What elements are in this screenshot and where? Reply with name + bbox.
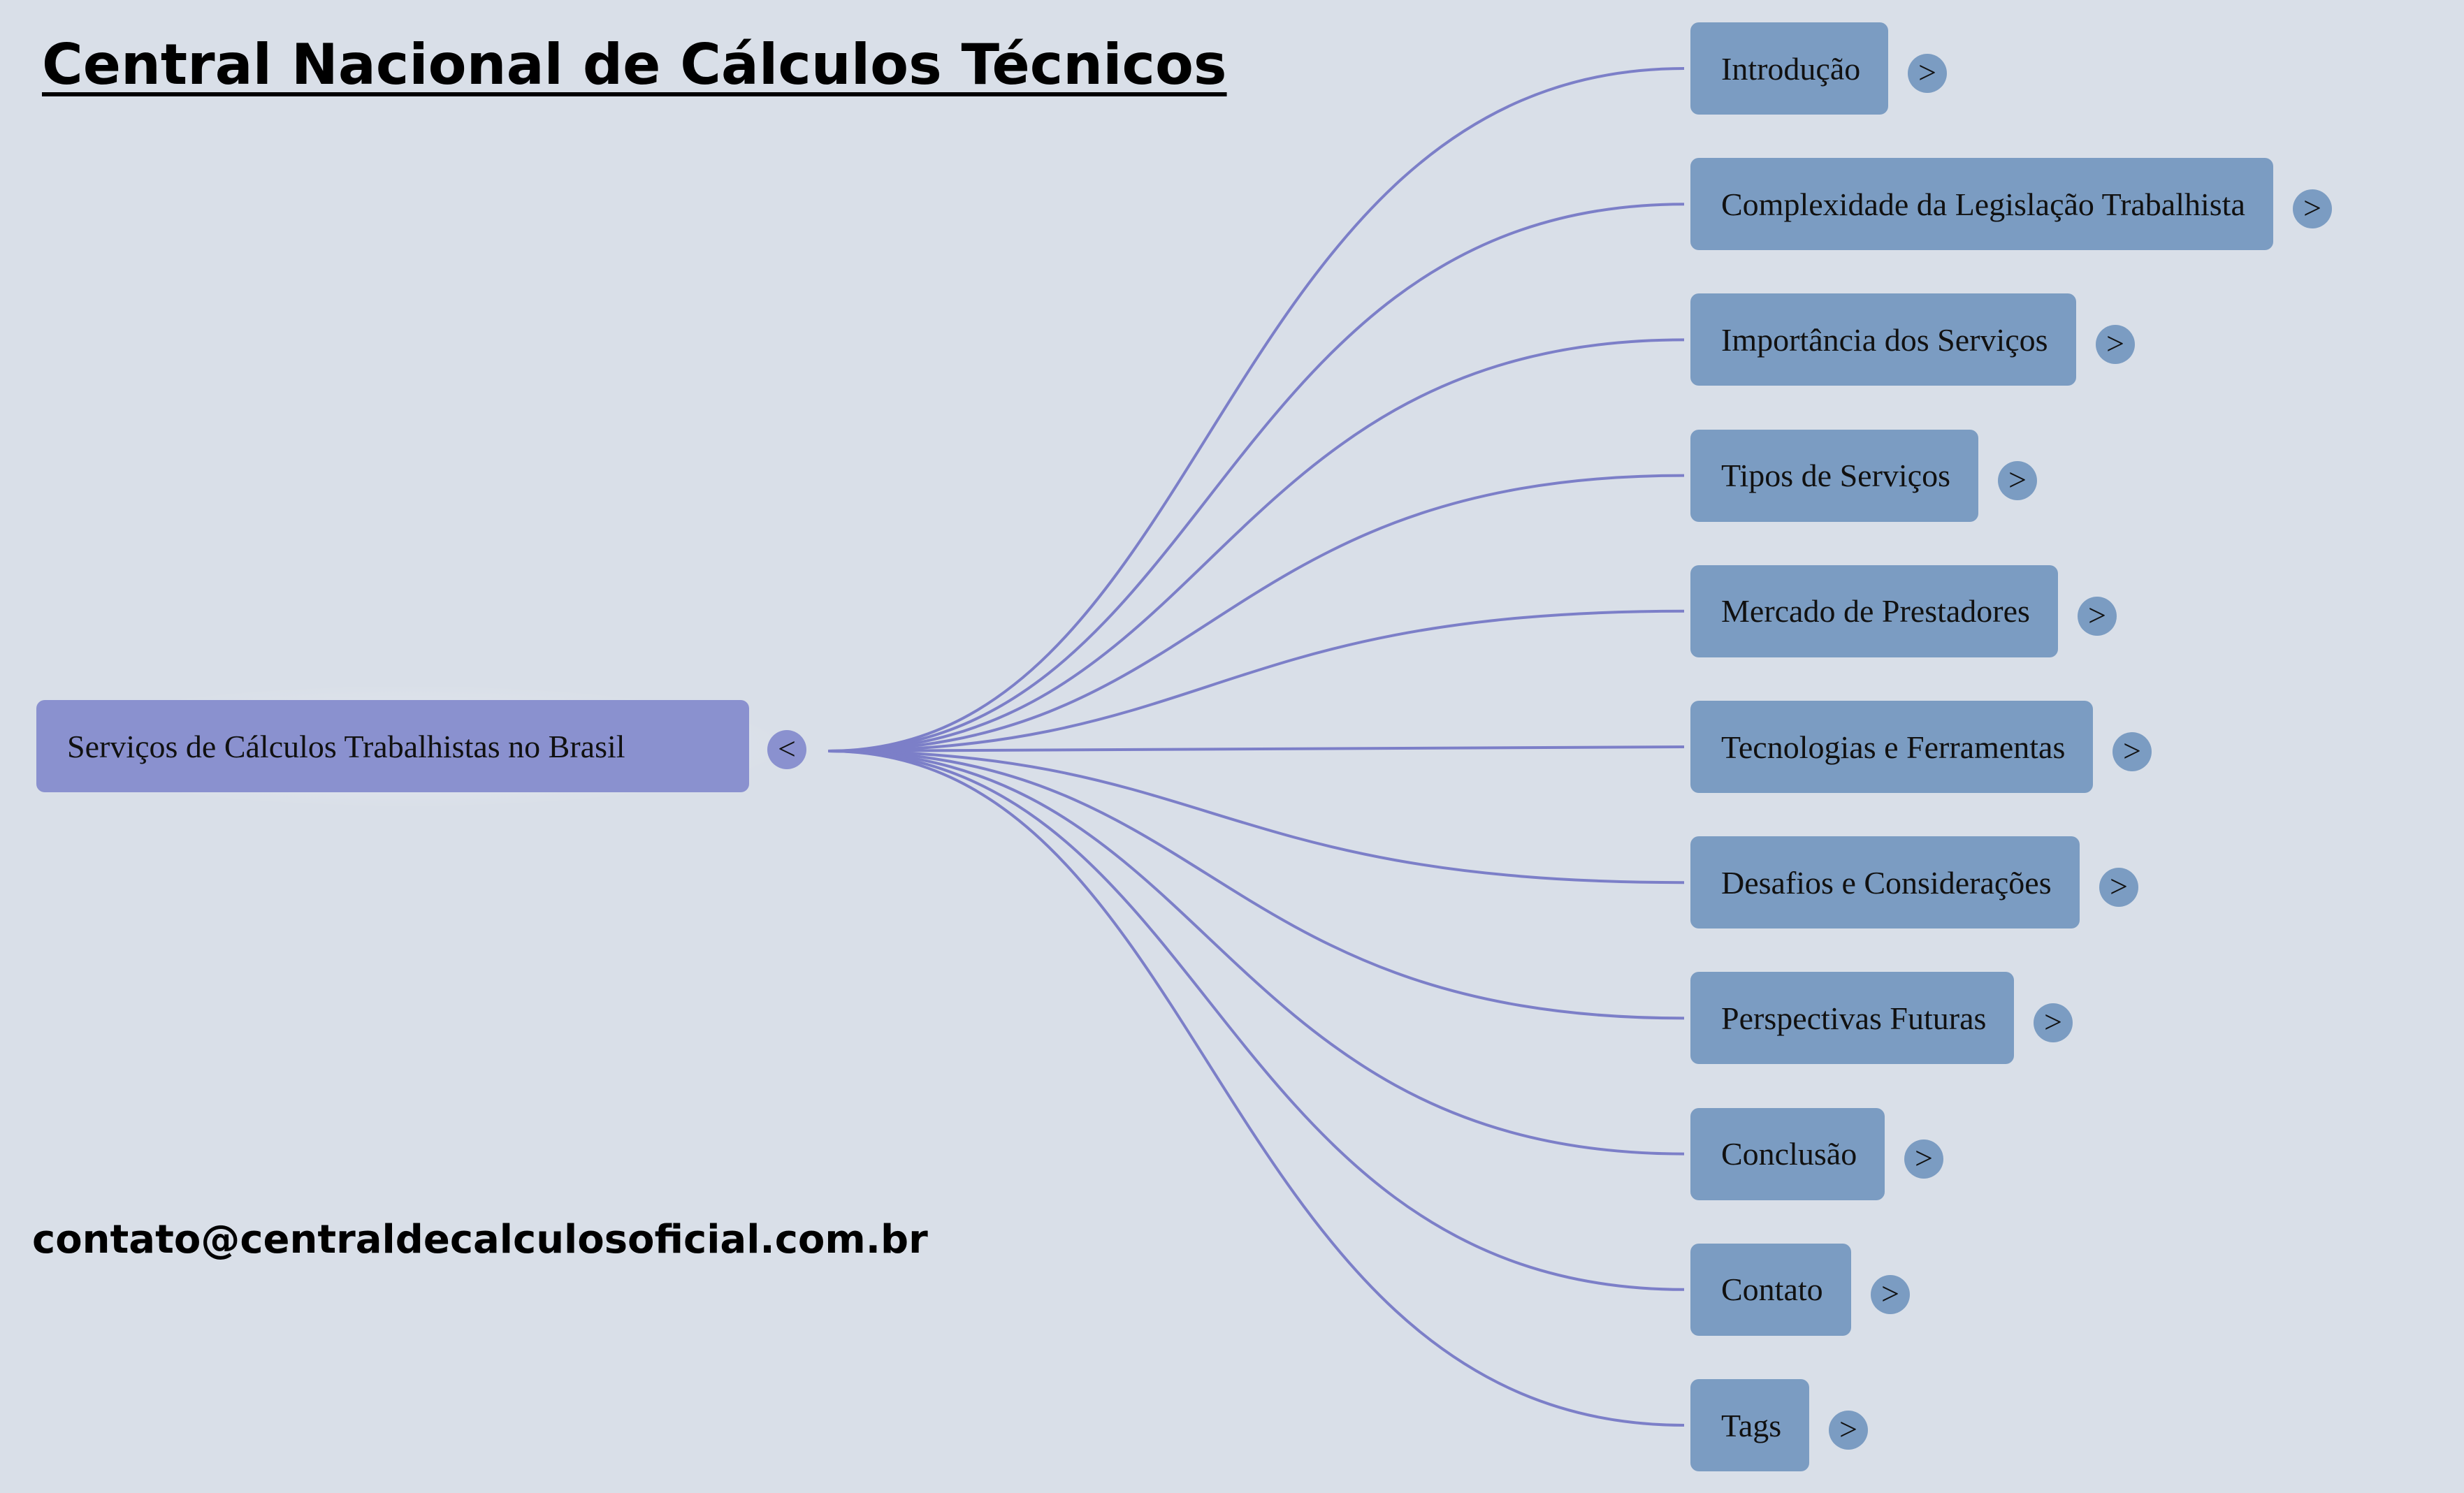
branch-node-label: Desafios e Considerações bbox=[1721, 864, 2052, 901]
branch-node-label: Perspectivas Futuras bbox=[1721, 1000, 1987, 1036]
branch-node-label: Importância dos Serviços bbox=[1721, 321, 2048, 358]
branch-node-label: Mercado de Prestadores bbox=[1721, 593, 2030, 629]
expand-toggle-button[interactable]: > bbox=[1904, 1139, 1943, 1179]
branch-node[interactable]: Tipos de Serviços bbox=[1690, 429, 1978, 522]
branch-node[interactable]: Introdução bbox=[1690, 22, 1889, 115]
expand-toggle-button[interactable]: > bbox=[1829, 1411, 1868, 1450]
branch-node[interactable]: Tecnologias e Ferramentas bbox=[1690, 701, 2094, 793]
branch-edge bbox=[827, 474, 1685, 752]
expand-toggle-button[interactable]: > bbox=[2293, 189, 2332, 229]
branch-edge bbox=[827, 745, 1685, 752]
expand-toggle-button[interactable]: > bbox=[2096, 325, 2135, 365]
branch-node[interactable]: Contato bbox=[1690, 1243, 1851, 1336]
expand-toggle-button[interactable]: > bbox=[1908, 54, 1947, 93]
collapse-toggle-button[interactable]: < bbox=[767, 730, 806, 769]
branch-node-label: Tags bbox=[1721, 1407, 1782, 1443]
branch-node[interactable]: Conclusão bbox=[1690, 1107, 1885, 1200]
branch-node-label: Complexidade da Legislação Trabalhista bbox=[1721, 186, 2245, 222]
branch-edge bbox=[827, 67, 1685, 752]
expand-toggle-button[interactable]: > bbox=[2112, 732, 2152, 771]
branch-node-label: Introdução bbox=[1721, 50, 1861, 87]
branch-edge bbox=[827, 750, 1685, 1427]
branch-node-label: Contato bbox=[1721, 1272, 1823, 1308]
branch-node[interactable]: Importância dos Serviços bbox=[1690, 293, 2076, 386]
branch-edge bbox=[827, 750, 1685, 1156]
root-node-label: Serviços de Cálculos Trabalhistas no Bra… bbox=[67, 728, 625, 764]
branch-node[interactable]: Perspectivas Futuras bbox=[1690, 972, 2015, 1065]
expand-toggle-button[interactable]: > bbox=[1998, 460, 2037, 500]
expand-toggle-button[interactable]: > bbox=[1871, 1274, 1910, 1314]
expand-toggle-button[interactable]: > bbox=[2099, 868, 2138, 908]
expand-toggle-button[interactable]: > bbox=[2034, 1003, 2073, 1043]
branch-edge bbox=[827, 203, 1685, 752]
page-title: Central Nacional de Cálculos Técnicos bbox=[42, 32, 1227, 97]
branch-node-label: Tecnologias e Ferramentas bbox=[1721, 729, 2066, 765]
branch-edge bbox=[827, 750, 1685, 1020]
branch-edge bbox=[827, 750, 1685, 884]
branch-node[interactable]: Complexidade da Legislação Trabalhista bbox=[1690, 158, 2273, 251]
branch-node-label: Tipos de Serviços bbox=[1721, 458, 1950, 494]
branch-node[interactable]: Mercado de Prestadores bbox=[1690, 565, 2058, 657]
branch-edge bbox=[827, 338, 1685, 752]
branch-edge bbox=[827, 609, 1685, 752]
branch-node-label: Conclusão bbox=[1721, 1136, 1857, 1172]
contact-email: contato@centraldecalculosoficial.com.br bbox=[32, 1217, 928, 1262]
branch-node[interactable]: Desafios e Considerações bbox=[1690, 836, 2080, 929]
branch-node[interactable]: Tags bbox=[1690, 1379, 1810, 1471]
branch-edge bbox=[827, 750, 1685, 1291]
root-node[interactable]: Serviços de Cálculos Trabalhistas no Bra… bbox=[36, 700, 749, 792]
expand-toggle-button[interactable]: > bbox=[2078, 596, 2117, 636]
